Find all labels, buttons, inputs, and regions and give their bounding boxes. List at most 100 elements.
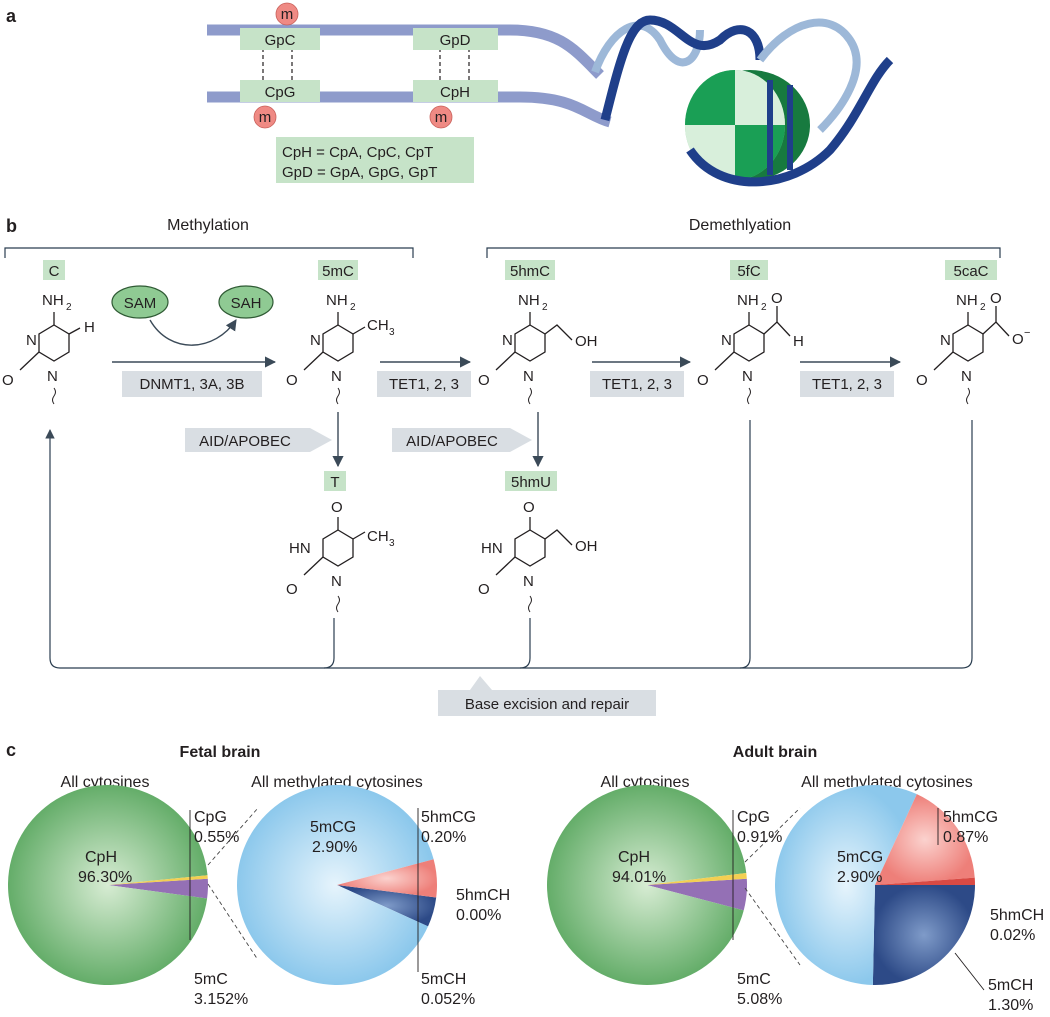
slice-fetal-5mch	[337, 885, 437, 927]
adult-5hmcg-value: 0.87%	[943, 829, 988, 846]
svg-text:CH: CH	[367, 317, 389, 334]
demethylation-header: Demethlyation	[689, 217, 791, 234]
nucleosome-illustration	[591, 15, 894, 187]
fetal-5hmch-label: 5hmCH	[456, 887, 510, 904]
panel-b-label: b	[6, 216, 17, 236]
fetal-5hmcg-label: 5hmCG	[421, 809, 476, 826]
adult-cpg-value: 0.91%	[737, 829, 782, 846]
slice-fetal-5mc	[108, 878, 209, 899]
context-legend: CpH = CpA, CpC, CpT GpD = GpA, GpG, GpT	[276, 137, 474, 183]
repair-loop	[45, 420, 751, 669]
cpg-label: CpG	[265, 84, 296, 101]
svg-text:HN: HN	[289, 540, 311, 557]
svg-text:N: N	[502, 332, 513, 349]
svg-text:N: N	[331, 368, 342, 385]
svg-text:N: N	[47, 368, 58, 385]
methyl-mark-cph: m	[429, 105, 453, 129]
cpg-box: CpG	[240, 80, 320, 102]
methyl-mark-gpc: m	[275, 2, 299, 26]
tag-5hmc: 5hmC	[505, 260, 555, 280]
base-pair-ticks	[262, 48, 470, 82]
gpc-box: GpC	[240, 28, 320, 50]
methyl-mark-cpg: m	[253, 105, 277, 129]
gpd-box: GpD	[413, 28, 498, 50]
svg-text:SAH: SAH	[231, 295, 262, 312]
adult-callouts	[732, 807, 985, 991]
svg-text:N: N	[331, 573, 342, 590]
adult-5mch-value: 1.30%	[988, 997, 1033, 1014]
svg-text:2: 2	[980, 302, 986, 313]
adult-5mcg-label: 5mCG	[837, 849, 883, 866]
svg-text:TET1, 2, 3: TET1, 2, 3	[602, 376, 672, 393]
svg-text:N: N	[310, 332, 321, 349]
svg-text:T: T	[330, 474, 339, 491]
svg-text:2: 2	[66, 302, 72, 313]
repair-line-5cac	[740, 420, 973, 669]
slice-adult-5mc	[647, 878, 747, 911]
adult-methylated-pie	[775, 785, 975, 985]
fetal-5mc-label: 5mC	[194, 971, 228, 988]
svg-text:NH: NH	[326, 292, 348, 309]
svg-text:2: 2	[761, 302, 767, 313]
svg-text:HN: HN	[481, 540, 503, 557]
svg-text:5hmU: 5hmU	[511, 474, 551, 491]
cph-box: CpH	[413, 80, 498, 102]
svg-text:N: N	[940, 332, 951, 349]
fetal-5mcg-value: 2.90%	[312, 839, 357, 856]
svg-text:5fC: 5fC	[737, 263, 761, 280]
fetal-5mcg-label: 5mCG	[310, 819, 356, 836]
enzyme-dnmt: DNMT1, 3A, 3B	[122, 371, 262, 397]
svg-text:NH: NH	[518, 292, 540, 309]
legend-gpd: GpD = GpA, GpG, GpT	[282, 164, 437, 181]
panel-c-label: c	[6, 740, 16, 760]
gpc-label: GpC	[265, 32, 296, 49]
slice-fetal-5hmcg	[337, 859, 437, 898]
sah-cofactor: SAH	[218, 285, 274, 319]
fetal-cph-value: 96.30%	[78, 869, 132, 886]
svg-text:H: H	[84, 319, 95, 336]
svg-text:OH: OH	[575, 333, 598, 350]
svg-text:O: O	[286, 372, 298, 389]
fetal-callouts	[189, 807, 419, 972]
svg-text:m: m	[435, 109, 448, 126]
adult-5hmch-value: 0.02%	[990, 927, 1035, 944]
tag-c: C	[43, 260, 65, 280]
svg-text:m: m	[281, 6, 294, 23]
slice-fetal-cph	[7, 785, 208, 985]
slice-adult-5mcg	[775, 785, 917, 985]
fetal-title: Fetal brain	[180, 744, 261, 761]
repair-label: Base excision and repair	[438, 676, 656, 716]
adult-5mc-label: 5mC	[737, 971, 771, 988]
enzyme-aid-1: AID/APOBEC	[185, 428, 332, 452]
sam-cofactor: SAM	[111, 285, 169, 319]
svg-text:2: 2	[350, 302, 356, 313]
svg-text:O: O	[771, 290, 783, 307]
adult-5hmch-label: 5hmCH	[990, 907, 1044, 924]
svg-text:O: O	[697, 372, 709, 389]
svg-text:3: 3	[389, 327, 395, 338]
svg-text:5hmC: 5hmC	[510, 263, 550, 280]
svg-text:NH: NH	[737, 292, 759, 309]
svg-text:N: N	[26, 332, 37, 349]
adult-5mch-label: 5mCH	[988, 977, 1033, 994]
svg-text:O: O	[1012, 331, 1024, 348]
gpd-label: GpD	[440, 32, 471, 49]
methylation-header: Methylation	[167, 217, 249, 234]
methylation-bracket	[4, 247, 414, 258]
fetal-meth-label: All methylated cytosines	[251, 774, 423, 791]
svg-text:O: O	[331, 499, 343, 516]
fetal-cpg-label: CpG	[194, 809, 227, 826]
svg-text:O: O	[478, 581, 490, 598]
svg-text:H: H	[793, 333, 804, 350]
svg-text:C: C	[49, 263, 60, 280]
slice-fetal-cpg	[108, 875, 208, 885]
svg-text:−: −	[1024, 327, 1030, 339]
adult-all-label: All cytosines	[601, 774, 690, 791]
enzyme-tet-2: TET1, 2, 3	[590, 371, 684, 397]
legend-cph: CpH = CpA, CpC, CpT	[282, 144, 433, 161]
